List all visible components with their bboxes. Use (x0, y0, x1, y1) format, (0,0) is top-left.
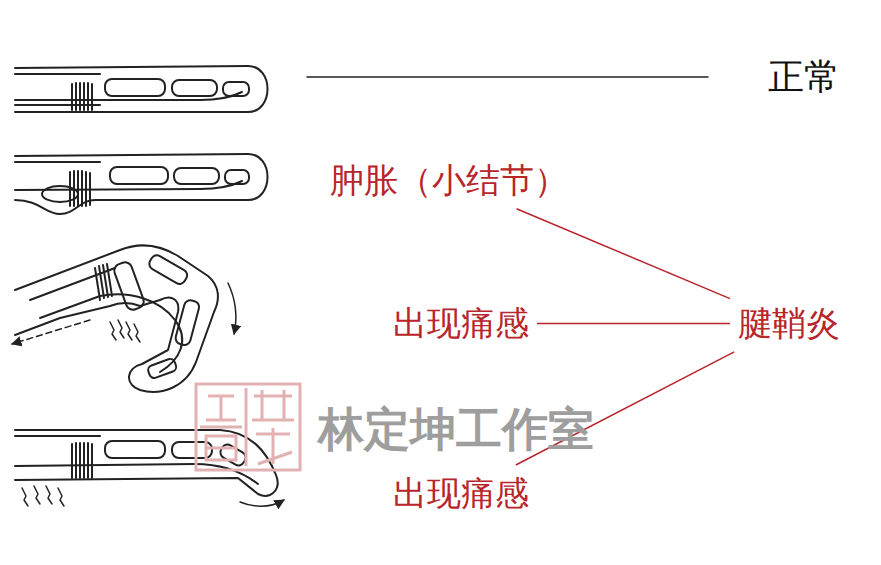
node-text: 出现痛感 (393, 473, 529, 514)
node-text: 肿胀（小结节） (330, 160, 568, 201)
text-node: 腱鞘炎 (738, 303, 840, 344)
node-text: 出现痛感 (393, 303, 529, 344)
text-node: 出现痛感 (393, 473, 529, 514)
text-node: 出现痛感 (393, 303, 529, 344)
connector-line (537, 323, 730, 325)
watermark: 林定坤工作室 (318, 402, 594, 457)
state-label: 正常 (768, 55, 840, 98)
connector-line (517, 209, 730, 299)
text-node: 肿胀（小结节） (330, 160, 568, 201)
node-text: 腱鞘炎 (738, 303, 840, 344)
